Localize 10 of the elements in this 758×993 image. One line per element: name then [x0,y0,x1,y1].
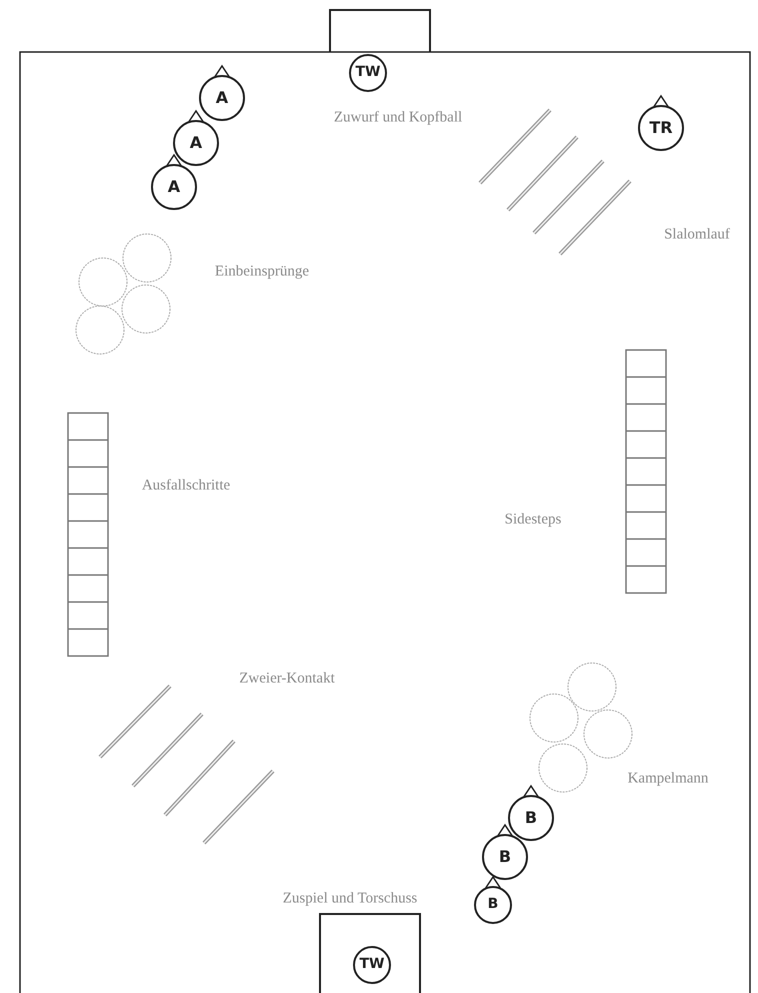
station-label: Zuspiel und Torschuss [282,890,418,908]
player-marker: TW [348,53,388,93]
station-label: Sidesteps [504,512,562,528]
station-label: Slalomlauf [664,226,730,244]
station-label: Zuwurf und Kopfball [334,110,462,126]
player-marker: TW [352,945,392,985]
station-label: Kampelmann [628,770,708,788]
station-label: Zweier-Kontakt [239,670,335,688]
station-label: Einbeinsprünge [214,264,310,280]
station-label: Ausfallschritte [142,478,230,494]
